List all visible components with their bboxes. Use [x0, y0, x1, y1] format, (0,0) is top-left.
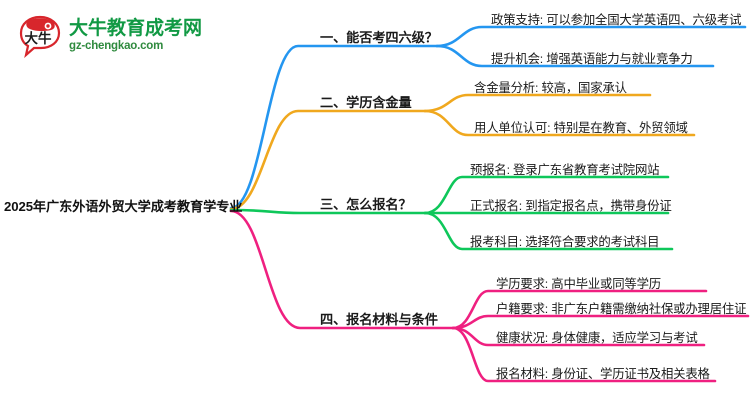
leaf-label-1-1[interactable]: 政策支持: 可以参加全国大学英语四、六级考试	[491, 13, 742, 27]
leaf-label-2-2[interactable]: 用人单位认可: 特别是在教育、外贸领域	[474, 121, 688, 135]
branch-label-1[interactable]: 一、能否考四六级？	[320, 30, 438, 45]
wire-branch4-child-1	[451, 314, 750, 330]
wire-root-branch-2	[229, 109, 427, 211]
wire-branch4-child-3	[451, 326, 717, 383]
speech-bubble-logo-icon: 大牛	[18, 14, 62, 59]
logo-subtitle: gz-chengkao.com	[69, 40, 164, 53]
leaf-label-4-2[interactable]: 户籍要求: 非广东户籍需缴纳社保或办理居住证	[496, 302, 747, 316]
branch-label-4[interactable]: 四、报名材料与条件	[320, 312, 438, 327]
mindmap-root-label: 2025年广东外语外贸大学成考教育学专业	[4, 198, 243, 214]
leaf-label-4-1[interactable]: 学历要求: 高中毕业或同等学历	[496, 277, 661, 291]
wire-branch3-child-2	[423, 211, 674, 251]
logo-title: 大牛教育成考网	[69, 18, 203, 40]
wire-root-branch-3	[229, 208, 427, 215]
wire-branch2-child-1	[423, 109, 696, 137]
wire-root-branch-1	[229, 44, 439, 210]
branch-label-3[interactable]: 三、怎么报名？	[320, 197, 412, 212]
svg-text:大牛: 大牛	[25, 30, 52, 47]
wire-branch1-child-0	[435, 25, 747, 48]
wire-root-branch-4	[229, 209, 455, 330]
wire-branch1-child-1	[435, 44, 715, 68]
leaf-label-1-2[interactable]: 提升机会: 增强英语能力与就业竞争力	[491, 52, 693, 66]
leaf-label-3-2[interactable]: 正式报名: 到指定报名点，携带身份证	[470, 199, 672, 213]
leaf-label-2-1[interactable]: 含金量分析: 较高，国家承认	[474, 81, 627, 95]
branch-label-2[interactable]: 二、学历含金量	[320, 95, 412, 110]
site-logo: 大牛 大牛教育成考网 gz-chengkao.com	[18, 12, 233, 60]
leaf-label-3-1[interactable]: 预报名: 登录广东省教育考试院网站	[470, 163, 660, 177]
wire-branch2-child-0	[423, 93, 652, 113]
leaf-label-4-4[interactable]: 报名材料: 身份证、学历证书及相关表格	[496, 367, 710, 381]
leaf-label-3-3[interactable]: 报考科目: 选择符合要求的考试科目	[470, 235, 660, 249]
leaf-label-4-3[interactable]: 健康状况: 身体健康，适应学习与考试	[496, 331, 698, 345]
mindmap-root-node[interactable]: 2025年广东外语外贸大学成考教育学专业	[4, 190, 242, 220]
